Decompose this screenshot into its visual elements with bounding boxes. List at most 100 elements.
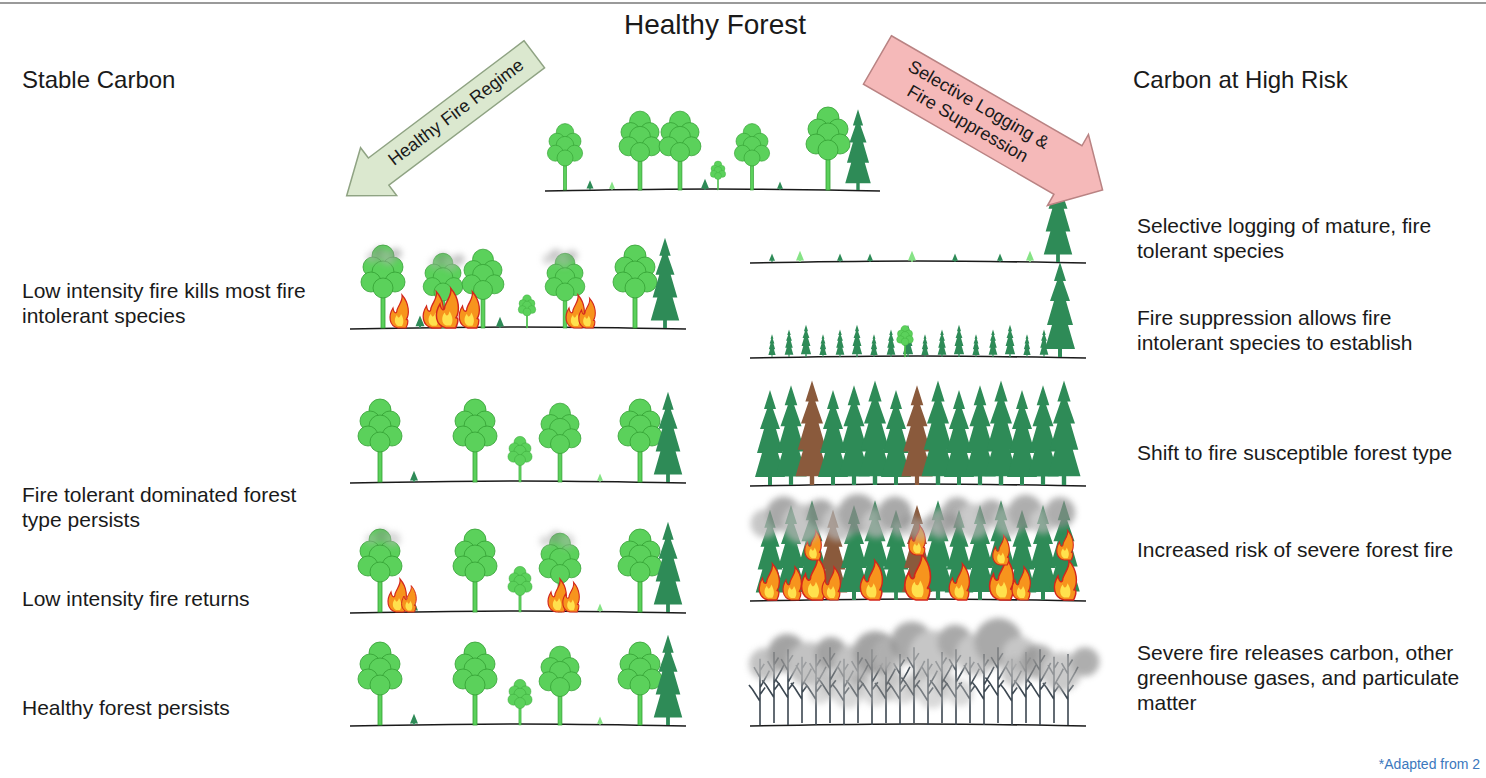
deciduous-tree	[508, 436, 532, 482]
conifer-tree	[852, 325, 862, 357]
conifer-tree	[654, 635, 683, 725]
deciduous-tree	[539, 533, 581, 612]
flame	[1054, 560, 1076, 600]
sapling	[597, 717, 603, 725]
sapling	[867, 254, 873, 262]
flame	[802, 557, 826, 600]
step-label: Low intensity fire kills most fire intol…	[22, 278, 342, 328]
arrow-outline	[328, 30, 552, 219]
flame	[783, 567, 801, 600]
conifer-tree	[819, 334, 826, 357]
conifer-tree	[845, 109, 871, 190]
conifer-tree	[654, 392, 683, 482]
direction-arrow: Selective Logging & Fire Suppression	[857, 24, 1123, 225]
sapling	[701, 179, 709, 190]
step-label: Severe fire releases carbon, other green…	[1137, 640, 1480, 716]
conifer-tree	[989, 329, 998, 357]
step-label: Low intensity fire returns	[22, 586, 342, 611]
smoke-cloud	[429, 253, 464, 271]
conifer-tree	[785, 329, 794, 357]
smoke-cloud	[892, 514, 961, 542]
smoke-cloud	[1001, 645, 1100, 692]
deciduous-tree	[453, 399, 497, 482]
flame	[993, 535, 1009, 565]
trees	[350, 107, 1099, 726]
top-rule	[0, 2, 1486, 4]
conifer-tree	[836, 329, 845, 357]
flame	[459, 292, 479, 328]
ground-line	[350, 724, 686, 726]
conifer-tree	[870, 334, 877, 357]
deciduous-tree	[659, 111, 701, 190]
arrow-label: Selective Logging & Fire Suppression	[879, 48, 1067, 181]
step-label: Increased risk of severe forest fire	[1137, 537, 1480, 562]
conifer-tree	[921, 334, 928, 357]
sapling	[587, 180, 594, 190]
sapling	[609, 182, 615, 190]
conifer-tree	[1045, 262, 1075, 357]
conifer-tree	[654, 522, 683, 612]
step-label: Fire suppression allows fire intolerant …	[1137, 305, 1480, 355]
diagram-title: Healthy Forest	[565, 8, 865, 42]
sapling	[777, 182, 783, 190]
ground-line	[750, 724, 1086, 726]
conifer-tree	[887, 329, 896, 357]
sapling	[769, 254, 775, 262]
deciduous-tree	[539, 646, 581, 725]
sapling	[410, 471, 418, 482]
sapling	[496, 317, 504, 328]
conifer-tree	[1023, 334, 1030, 357]
sapling	[952, 254, 958, 262]
deciduous-tree	[619, 111, 661, 190]
column-heading: Stable Carbon	[22, 66, 322, 95]
sapling	[1026, 251, 1034, 262]
deciduous-tree	[806, 107, 850, 190]
smoke-cloud	[539, 531, 574, 549]
step-label: Fire tolerant dominated forest type pers…	[22, 482, 322, 532]
flame	[436, 288, 458, 328]
flame	[1057, 530, 1073, 560]
flame	[390, 295, 408, 328]
smoke-cloud	[365, 529, 400, 547]
flame	[905, 554, 931, 600]
step-label: Healthy forest persists	[22, 695, 342, 720]
sapling	[908, 251, 916, 262]
deciduous-tree	[508, 566, 532, 612]
sapling	[597, 604, 603, 612]
flame	[579, 298, 595, 328]
flame	[949, 564, 969, 600]
flame	[1012, 567, 1030, 600]
sapling	[997, 254, 1003, 262]
conifer-tree	[954, 325, 964, 357]
flame	[563, 582, 579, 612]
step-label: Selective logging of mature, fire tolera…	[1137, 213, 1480, 263]
step-label: Shift to fire susceptible forest type	[1137, 440, 1480, 465]
sapling	[597, 474, 603, 482]
flame	[759, 564, 779, 600]
direction-arrow: Healthy Fire Regime	[328, 30, 552, 219]
conifer-tree	[651, 238, 680, 328]
arrow-outline	[857, 24, 1123, 225]
flame	[860, 560, 882, 600]
sapling	[837, 254, 843, 262]
sapling	[796, 251, 804, 262]
sapling	[410, 714, 418, 725]
conifer-tree	[972, 334, 979, 357]
deciduous-tree	[453, 529, 497, 612]
deciduous-tree	[518, 295, 536, 328]
deciduous-tree	[453, 642, 497, 725]
deciduous-tree	[547, 124, 582, 190]
conifer-tree	[801, 325, 811, 357]
column-heading: Carbon at High Risk	[1133, 66, 1478, 95]
ground-line	[750, 356, 1086, 358]
conifer-tree	[938, 329, 947, 357]
deciduous-tree	[734, 124, 769, 190]
deciduous-tree	[508, 679, 532, 725]
smoke-cloud	[751, 494, 913, 543]
flame	[822, 567, 840, 600]
conifer-tree	[1048, 381, 1081, 486]
deciduous-tree	[710, 161, 725, 190]
flame	[402, 586, 417, 612]
smoke-cloud	[809, 670, 974, 709]
